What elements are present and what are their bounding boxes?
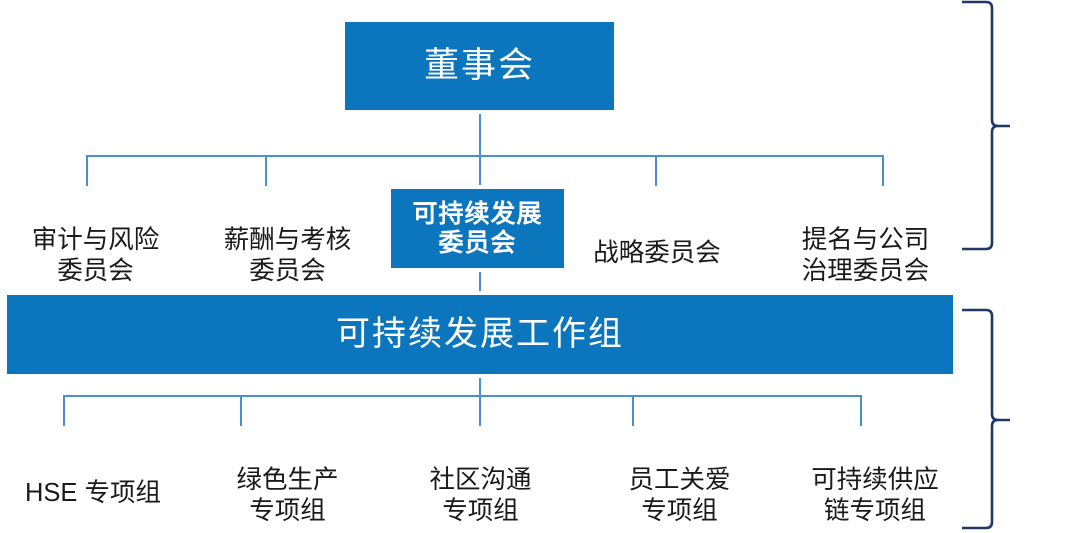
connector-drop-hse bbox=[63, 395, 65, 426]
node-board-of-directors-label: 董事会 bbox=[423, 45, 535, 85]
connector-board-stem bbox=[479, 114, 481, 156]
node-green-production-special-group[interactable]: 绿色生产 专项组 bbox=[200, 434, 375, 527]
node-board-of-directors[interactable]: 董事会 bbox=[341, 18, 618, 114]
node-audit-risk-committee-label: 审计与风险 委员会 bbox=[31, 226, 160, 286]
node-hse-special-group[interactable]: HSE 专项组 bbox=[3, 447, 183, 509]
upper-bracket bbox=[960, 0, 1015, 255]
connector-workgroup-stem bbox=[479, 378, 481, 397]
node-sustainable-supply-chain-special-group[interactable]: 可持续供应 链专项组 bbox=[785, 434, 965, 527]
node-strategy-committee[interactable]: 战略委员会 bbox=[572, 207, 742, 269]
node-employee-care-special-group[interactable]: 员工关爱 专项组 bbox=[592, 434, 767, 527]
node-nomination-governance-committee-label: 提名与公司 治理委员会 bbox=[801, 226, 930, 286]
node-sustainability-working-group[interactable]: 可持续发展工作组 bbox=[3, 291, 957, 378]
node-sustainable-supply-chain-special-group-label: 可持续供应 链专项组 bbox=[811, 466, 939, 526]
node-strategy-committee-label: 战略委员会 bbox=[593, 239, 721, 268]
connector-drop-compensation bbox=[265, 155, 267, 186]
connector-special-group-bus bbox=[63, 395, 861, 397]
connector-drop-employee-care bbox=[632, 395, 634, 426]
lower-bracket bbox=[960, 305, 1015, 533]
node-compensation-assessment-committee[interactable]: 薪酬与考核 委员会 bbox=[200, 194, 375, 287]
node-community-communication-special-group[interactable]: 社区沟通 专项组 bbox=[393, 434, 568, 527]
connector-drop-green-production bbox=[240, 395, 242, 426]
node-sustainability-committee-label: 可持续发展 委员会 bbox=[412, 199, 543, 257]
connector-committee-to-workgroup bbox=[479, 272, 481, 294]
node-green-production-special-group-label: 绿色生产 专项组 bbox=[236, 466, 339, 526]
node-community-communication-special-group-label: 社区沟通 专项组 bbox=[429, 466, 532, 526]
connector-drop-sustainability bbox=[479, 155, 481, 186]
connector-drop-strategy bbox=[655, 155, 657, 186]
node-sustainability-working-group-label: 可持续发展工作组 bbox=[336, 314, 624, 353]
node-hse-special-group-label: HSE 专项组 bbox=[24, 479, 162, 508]
node-compensation-assessment-committee-label: 薪酬与考核 委员会 bbox=[223, 226, 352, 286]
connector-committee-bus bbox=[86, 155, 884, 157]
connector-drop-community bbox=[479, 395, 481, 426]
node-audit-risk-committee[interactable]: 审计与风险 委员会 bbox=[8, 194, 183, 287]
connector-drop-audit bbox=[86, 155, 88, 186]
node-sustainability-committee[interactable]: 可持续发展 委员会 bbox=[387, 185, 568, 272]
node-employee-care-special-group-label: 员工关爱 专项组 bbox=[628, 466, 731, 526]
connector-drop-supply-chain bbox=[860, 395, 862, 426]
node-nomination-governance-committee[interactable]: 提名与公司 治理委员会 bbox=[778, 194, 953, 287]
connector-drop-nomination bbox=[882, 155, 884, 186]
